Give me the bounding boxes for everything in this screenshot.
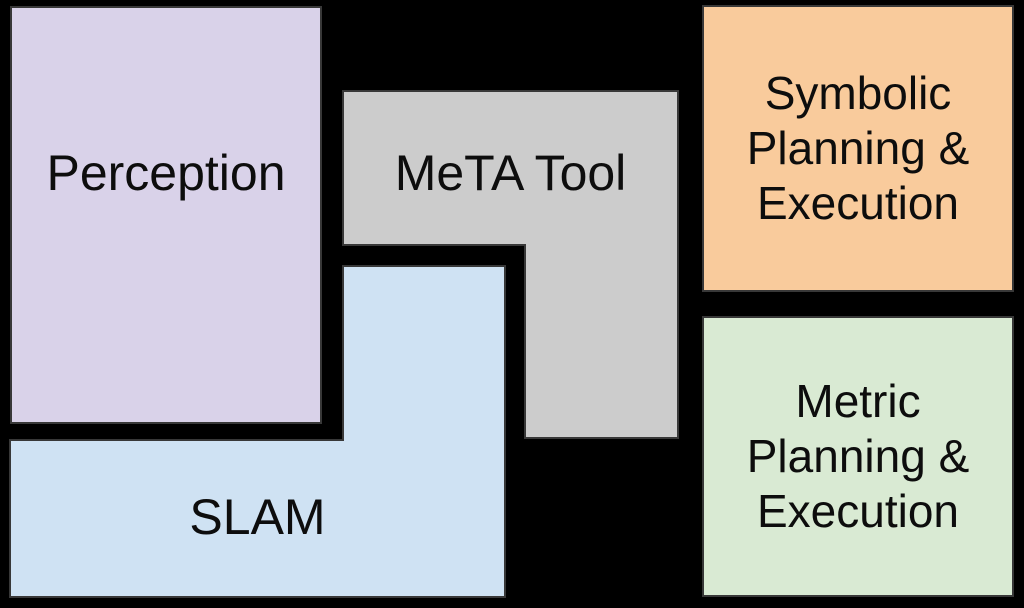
slam-block (9, 265, 506, 598)
perception-block (10, 6, 322, 424)
metric-planning-label-line3: Execution (756, 485, 959, 537)
slam-label: SLAM (189, 489, 326, 545)
meta-tool-block (342, 90, 679, 439)
metric-planning-label-line1: Metric (795, 375, 921, 427)
perception-label: Perception (46, 145, 286, 201)
meta-tool-shape (342, 90, 679, 439)
symbolic-planning-label-line3: Execution (756, 177, 959, 229)
symbolic-planning-label-line1: Symbolic (764, 67, 952, 119)
meta-tool-label: MeTA Tool (394, 145, 627, 201)
metric-planning-label-line2: Planning & (746, 430, 970, 482)
symbolic-planning-label-line2: Planning & (746, 122, 970, 174)
metric-planning-block: Metric Planning & Execution (702, 316, 1014, 597)
symbolic-planning-block: Symbolic Planning & Execution (702, 5, 1014, 292)
slam-shape (9, 265, 506, 598)
